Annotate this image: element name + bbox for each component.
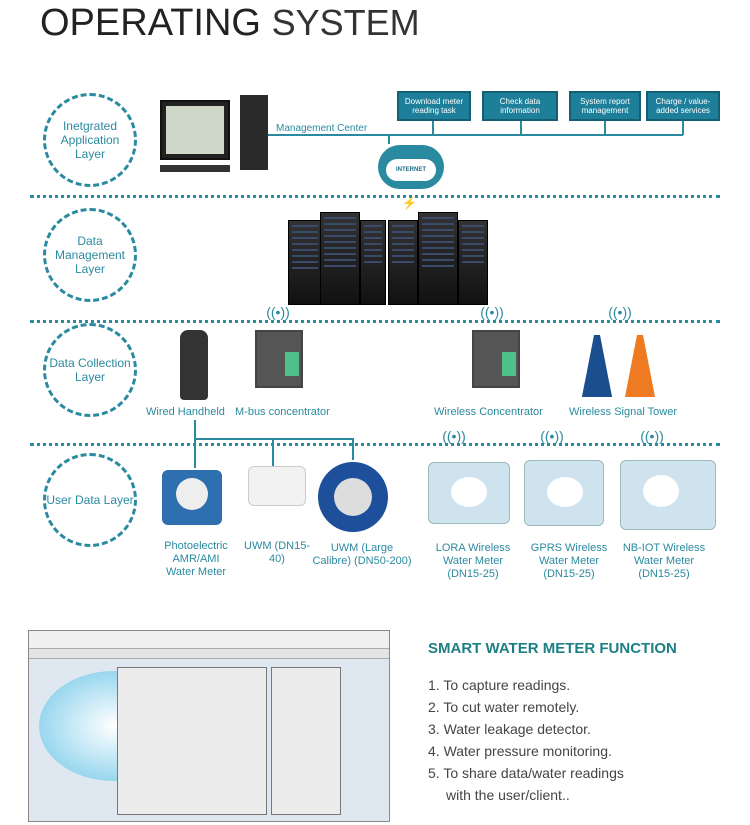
service-box: Charge / value-added services	[646, 91, 720, 121]
meter-label: GPRS Wireless Water Meter (DN15-25)	[530, 542, 608, 580]
function-item: 2. To cut water remotely.	[428, 699, 580, 715]
function-item: 3. Water leakage detector.	[428, 721, 591, 737]
computer-monitor-icon	[160, 100, 230, 160]
wifi-icon: ((•))	[640, 428, 664, 444]
service-box: Download meter reading task	[397, 91, 471, 121]
function-list: 1. To capture readings. 2. To cut water …	[428, 674, 624, 806]
function-title: SMART WATER METER FUNCTION	[428, 640, 677, 657]
layer-data-collection: Data Collection Layer	[43, 323, 137, 417]
large-calibre-meter-icon	[318, 462, 388, 532]
collection-label: Wired Handheld	[146, 406, 225, 418]
lightning-icon: ⚡	[402, 196, 417, 210]
meter-label: UWM (DN15-40)	[244, 540, 310, 565]
connector-line	[682, 121, 684, 135]
connector-line	[268, 134, 388, 136]
function-item: with the user/client..	[446, 787, 570, 803]
connector-line	[352, 438, 354, 460]
function-item: 1. To capture readings.	[428, 677, 571, 693]
connector-line	[604, 121, 606, 135]
nbiot-meter-icon	[620, 460, 716, 530]
software-screenshot	[28, 630, 390, 822]
internet-label: INTERNET	[386, 159, 436, 181]
computer-tower-icon	[240, 95, 268, 170]
connector-line	[388, 134, 683, 136]
server-rack-icon	[418, 212, 458, 305]
layer-user-data: User Data Layer	[43, 453, 137, 547]
connector-line	[520, 121, 522, 135]
meter-label: LORA Wireless Water Meter (DN15-25)	[435, 542, 511, 580]
collection-label: Wireless Signal Tower	[569, 406, 678, 418]
photoelectric-meter-icon	[162, 470, 222, 525]
server-rack-icon	[388, 220, 418, 305]
signal-tower-icon	[625, 335, 655, 397]
divider	[30, 195, 720, 198]
wireless-concentrator-icon	[472, 330, 520, 388]
wifi-icon: ((•))	[442, 428, 466, 444]
server-rack-icon	[320, 212, 360, 305]
layer-data-management: Data Management Layer	[43, 208, 137, 302]
wifi-icon: ((•))	[608, 304, 632, 320]
mbus-concentrator-icon	[255, 330, 303, 388]
handheld-device-icon	[180, 330, 208, 400]
wifi-icon: ((•))	[480, 304, 504, 320]
connector-line	[194, 438, 196, 468]
server-rack-icon	[458, 220, 488, 305]
lora-meter-icon	[428, 462, 510, 524]
management-center-label: Management Center	[276, 123, 368, 134]
meter-label: NB-IOT Wireless Water Meter (DN15-25)	[622, 542, 706, 580]
service-box: Check data information	[482, 91, 558, 121]
divider	[30, 443, 720, 446]
function-item: 4. Water pressure monitoring.	[428, 743, 612, 759]
meter-label: UWM (Large Calibre) (DN50-200)	[312, 542, 412, 567]
meter-label: Photoelectric AMR/AMI Water Meter	[164, 540, 228, 578]
connector-line	[388, 134, 390, 144]
internet-cloud-icon: INTERNET	[378, 145, 444, 189]
connector-line	[272, 438, 274, 466]
connector-line	[194, 438, 354, 440]
divider	[30, 320, 720, 323]
wifi-icon: ((•))	[266, 304, 290, 320]
server-rack-icon	[360, 220, 386, 305]
gprs-meter-icon	[524, 460, 604, 526]
wifi-icon: ((•))	[540, 428, 564, 444]
server-rack-icon	[288, 220, 322, 305]
collection-label: Wireless Concentrator	[434, 406, 543, 418]
keyboard-icon	[160, 165, 230, 172]
uwm-meter-icon	[248, 466, 306, 506]
connector-line	[432, 121, 434, 135]
page-title: OPERATING SYSTEM	[40, 2, 420, 44]
function-item: 5. To share data/water readings	[428, 765, 624, 781]
connector-line	[194, 420, 196, 440]
collection-label: M-bus concentrator	[235, 406, 330, 418]
service-box: System report management	[569, 91, 641, 121]
signal-tower-icon	[582, 335, 612, 397]
layer-application: Inetgrated Application Layer	[43, 93, 137, 187]
